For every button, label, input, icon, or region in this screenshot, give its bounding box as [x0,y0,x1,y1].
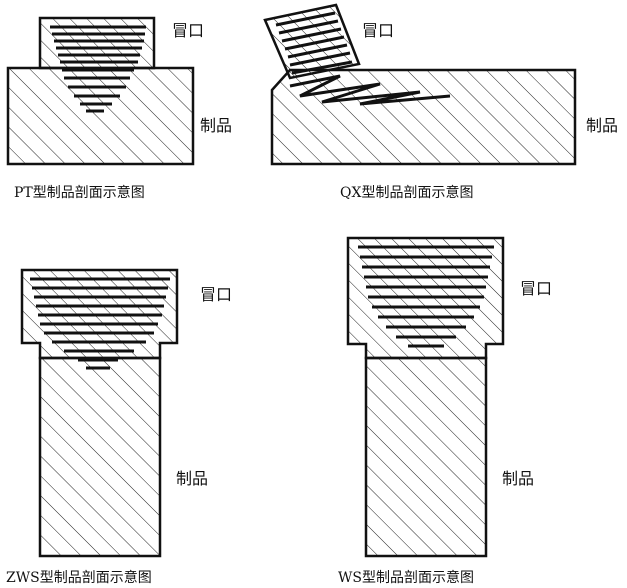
ws-product-block [364,356,488,558]
zws-product-block [38,356,162,558]
panel-pt: 冒口 制品 PT型制品剖面示意图 [6,16,232,201]
qx-caption: QX型制品剖面示意图 [340,184,473,201]
qx-riser-block [263,3,361,80]
qx-product-label: 制品 [586,116,618,135]
pt-product-block [6,66,195,166]
zws-shrinkage-cavity [30,277,170,370]
pt-shrinkage-cavity [50,25,146,113]
pt-riser-label: 冒口 [172,21,204,40]
zws-product-label: 制品 [176,469,208,488]
pt-caption: PT型制品剖面示意图 [14,184,145,201]
panel-zws: 冒口 制品 ZWS型制品剖面示意图 [6,268,232,586]
panel-qx: 冒口 制品 QX型制品剖面示意图 [263,3,618,201]
ws-caption: WS型制品剖面示意图 [338,569,474,586]
panel-ws: 冒口 制品 WS型制品剖面示意图 [338,236,552,586]
qx-product-block [270,68,577,166]
pt-product-label: 制品 [200,116,232,135]
ws-product-label: 制品 [502,469,534,488]
ws-riser-label: 冒口 [520,279,552,298]
zws-riser-label: 冒口 [200,285,232,304]
qx-shrinkage-cavity [275,11,451,106]
qx-riser-label: 冒口 [362,21,394,40]
ws-shrinkage-cavity [358,245,494,348]
zws-caption: ZWS型制品剖面示意图 [6,569,152,586]
